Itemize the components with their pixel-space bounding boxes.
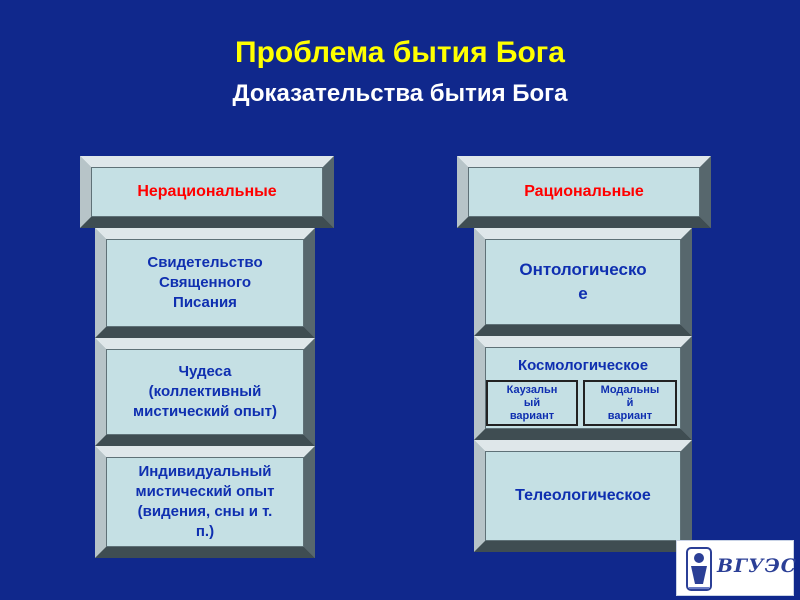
header-irrational: Нерациональные bbox=[80, 156, 334, 228]
box-scripture: Свидетельство Священного Писания bbox=[95, 228, 315, 338]
header-rational: Рациональные bbox=[457, 156, 711, 228]
box-ontological-label: Онтологическо е bbox=[485, 239, 681, 325]
box-teleological-label: Телеологическое bbox=[485, 451, 681, 541]
box-scripture-label: Свидетельство Священного Писания bbox=[106, 239, 304, 327]
logo-emblem-icon bbox=[686, 547, 712, 591]
box-miracles: Чудеса (коллективный мистический опыт) bbox=[95, 338, 315, 446]
header-rational-label: Рациональные bbox=[468, 167, 700, 217]
box-modal-variant: Модальны й вариант bbox=[583, 380, 677, 426]
box-individual-experience-label: Индивидуальный мистический опыт (видения… bbox=[106, 457, 304, 547]
box-ontological: Онтологическо е bbox=[474, 228, 692, 336]
university-logo: ВГУЭС bbox=[676, 540, 797, 596]
box-individual-experience: Индивидуальный мистический опыт (видения… bbox=[95, 446, 315, 558]
header-irrational-label: Нерациональные bbox=[91, 167, 323, 217]
box-cosmological-label: Космологическое bbox=[517, 357, 649, 374]
logo-text: ВГУЭС bbox=[717, 555, 797, 577]
box-causal-variant: Каузальн ый вариант bbox=[486, 380, 578, 426]
box-miracles-label: Чудеса (коллективный мистический опыт) bbox=[106, 349, 304, 435]
slide-subtitle: Доказательства бытия Бога bbox=[232, 80, 568, 107]
box-teleological: Телеологическое bbox=[474, 440, 692, 552]
slide-title: Проблема бытия Бога bbox=[235, 36, 565, 69]
